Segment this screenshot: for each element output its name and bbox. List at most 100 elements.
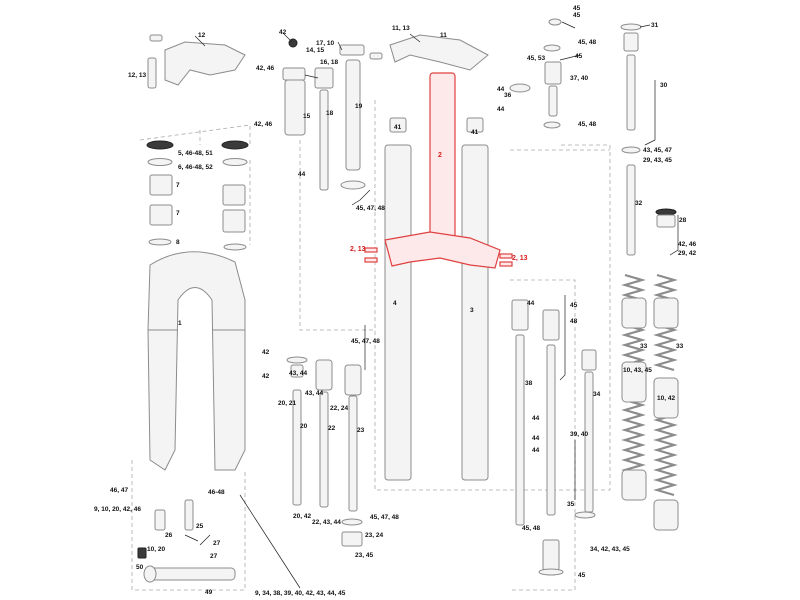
- label-45-47-48-a: 45, 47, 48: [351, 338, 380, 345]
- label-30: 30: [660, 82, 668, 89]
- label-17-10: 17, 10: [316, 40, 334, 47]
- label-15: 15: [303, 113, 311, 120]
- label-44-d: 44: [532, 415, 540, 422]
- label-36: 36: [504, 92, 512, 99]
- part-labels: 1 2 2, 13 2, 13 3 4 5, 46-48, 51 6, 46-4…: [94, 5, 696, 597]
- label-5: 5, 46-48, 51: [178, 150, 213, 157]
- label-44-b: 44: [497, 86, 505, 93]
- label-48: 48: [570, 318, 578, 325]
- label-27-a: 27: [213, 540, 221, 547]
- label-41-b: 41: [471, 129, 479, 136]
- coil-springs-part-33: [621, 208, 679, 531]
- label-29-42: 29, 42: [678, 250, 696, 257]
- label-12-13: 12, 13: [128, 72, 146, 79]
- label-20: 20: [300, 423, 308, 430]
- label-44-f: 44: [532, 447, 540, 454]
- label-9-10-20: 9, 10, 20, 42, 46: [94, 506, 141, 513]
- label-7-b: 7: [176, 210, 180, 217]
- label-39-40: 39, 40: [570, 431, 588, 438]
- damper-top-cluster: [282, 38, 366, 191]
- label-42-b: 42: [262, 349, 270, 356]
- label-16-18: 16, 18: [320, 59, 338, 66]
- label-25: 25: [196, 523, 204, 530]
- label-28: 28: [679, 217, 687, 224]
- label-42-a: 42: [279, 29, 287, 36]
- label-11: 11: [440, 32, 447, 39]
- label-43-45-47: 43, 45, 47: [643, 147, 672, 154]
- label-19: 19: [355, 103, 363, 110]
- label-43-44-a: 43, 44: [289, 370, 307, 377]
- label-42-c: 42: [262, 373, 270, 380]
- label-45-47-48-b: 45, 47, 48: [356, 205, 385, 212]
- label-43-44-b: 43, 44: [305, 390, 323, 397]
- label-7-a: 7: [176, 182, 180, 189]
- label-3: 3: [470, 307, 474, 314]
- label-34-42-43-45: 34, 42, 43, 45: [590, 546, 630, 553]
- label-32: 32: [635, 200, 643, 207]
- label-45-48-c: 45, 48: [522, 525, 540, 532]
- label-8: 8: [176, 239, 180, 246]
- label-44-e: 44: [532, 435, 540, 442]
- label-23: 23: [357, 427, 365, 434]
- label-45-c: 45: [575, 53, 583, 60]
- label-9-34-38: 9, 34, 38, 39, 40, 42, 43, 44, 45: [255, 590, 346, 597]
- label-22: 22: [328, 425, 336, 432]
- label-49: 49: [205, 589, 213, 596]
- label-33-b: 33: [676, 343, 684, 350]
- leader-lines: [184, 21, 679, 589]
- label-45-53: 45, 53: [527, 55, 545, 62]
- label-38: 38: [525, 380, 533, 387]
- label-26: 26: [165, 532, 173, 539]
- axle-part-49: [137, 499, 236, 583]
- label-2-13-left: 2, 13: [350, 246, 366, 253]
- label-27-b: 27: [210, 553, 218, 560]
- label-45-b: 45: [573, 12, 581, 19]
- label-44-c: 44: [497, 106, 505, 113]
- label-45-48-a: 45, 48: [578, 39, 596, 46]
- label-37-40: 37, 40: [570, 75, 588, 82]
- label-20-42: 20, 42: [293, 513, 311, 520]
- right-top-parts: [509, 18, 562, 129]
- label-2-13-right: 2, 13: [512, 255, 528, 262]
- label-11-13: 11, 13: [392, 25, 410, 32]
- label-29-43-45: 29, 43, 45: [643, 157, 672, 164]
- label-23-45: 23, 45: [355, 552, 373, 559]
- label-10-42: 10, 42: [657, 395, 675, 402]
- label-1: 1: [178, 320, 182, 327]
- label-45-d: 45: [570, 302, 578, 309]
- label-45-e: 45: [578, 572, 586, 579]
- label-12: 12: [198, 32, 206, 39]
- label-45-a: 45: [573, 5, 581, 12]
- label-46-47: 46, 47: [110, 487, 128, 494]
- label-44-g: 44: [527, 300, 535, 307]
- label-20-21: 20, 21: [278, 400, 296, 407]
- label-31: 31: [651, 22, 659, 29]
- label-45-48-b: 45, 48: [578, 121, 596, 128]
- label-50: 50: [136, 564, 144, 571]
- label-18: 18: [326, 110, 334, 117]
- damper-cartridges-lower: [286, 356, 363, 547]
- label-10-43-45: 10, 43, 45: [623, 367, 652, 374]
- air-spring-rod: [620, 23, 642, 256]
- label-42-46-c: 42, 46: [678, 241, 696, 248]
- stanchion-tubes: [384, 117, 489, 481]
- right-damper-assembly: [511, 299, 597, 576]
- upper-crown-part-12: [147, 34, 246, 89]
- steerer-and-crown-part-2: [364, 72, 513, 269]
- label-34: 34: [593, 391, 601, 398]
- label-6: 6, 46-48, 52: [178, 164, 213, 171]
- label-14-15: 14, 15: [306, 47, 324, 54]
- label-42-46-b: 42, 46: [254, 121, 272, 128]
- seal-stack-left: [146, 140, 249, 251]
- label-4: 4: [393, 300, 397, 307]
- lower-leg-part-1: [147, 251, 246, 471]
- assembly-guides: [131, 100, 611, 591]
- label-22-43-44: 22, 43, 44: [312, 519, 341, 526]
- label-45-47-48-c: 45, 47, 48: [370, 514, 399, 521]
- label-41-a: 41: [394, 124, 402, 131]
- label-35: 35: [567, 501, 575, 508]
- label-46-48: 46-48: [208, 489, 225, 496]
- label-33-a: 33: [640, 343, 648, 350]
- label-10-20: 10, 20: [147, 546, 165, 553]
